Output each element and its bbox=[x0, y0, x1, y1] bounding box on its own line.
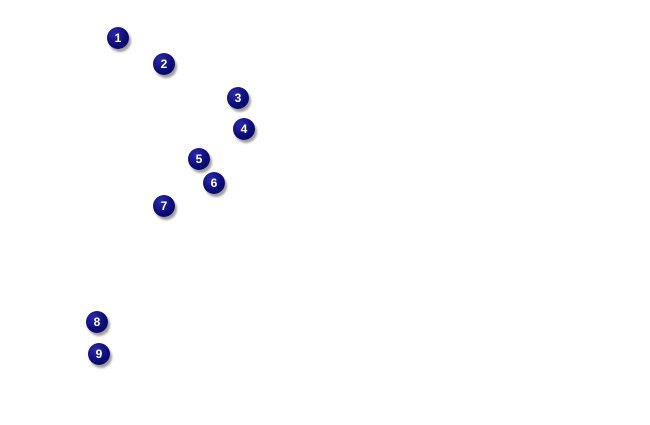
marker-9[interactable]: 9 bbox=[88, 343, 110, 365]
marker-label: 1 bbox=[114, 31, 122, 45]
marker-7[interactable]: 7 bbox=[153, 195, 175, 217]
marker-2[interactable]: 2 bbox=[153, 53, 175, 75]
marker-label: 8 bbox=[93, 315, 101, 329]
marker-1[interactable]: 1 bbox=[107, 27, 129, 49]
marker-3[interactable]: 3 bbox=[227, 87, 249, 109]
marker-label: 4 bbox=[240, 122, 248, 136]
marker-label: 2 bbox=[160, 57, 168, 71]
marker-label: 9 bbox=[95, 347, 103, 361]
marker-5[interactable]: 5 bbox=[188, 148, 210, 170]
marker-6[interactable]: 6 bbox=[203, 172, 225, 194]
marker-label: 5 bbox=[195, 152, 203, 166]
marker-label: 7 bbox=[160, 199, 168, 213]
marker-4[interactable]: 4 bbox=[233, 118, 255, 140]
marker-label: 3 bbox=[234, 91, 242, 105]
marker-8[interactable]: 8 bbox=[86, 311, 108, 333]
marker-label: 6 bbox=[210, 176, 218, 190]
